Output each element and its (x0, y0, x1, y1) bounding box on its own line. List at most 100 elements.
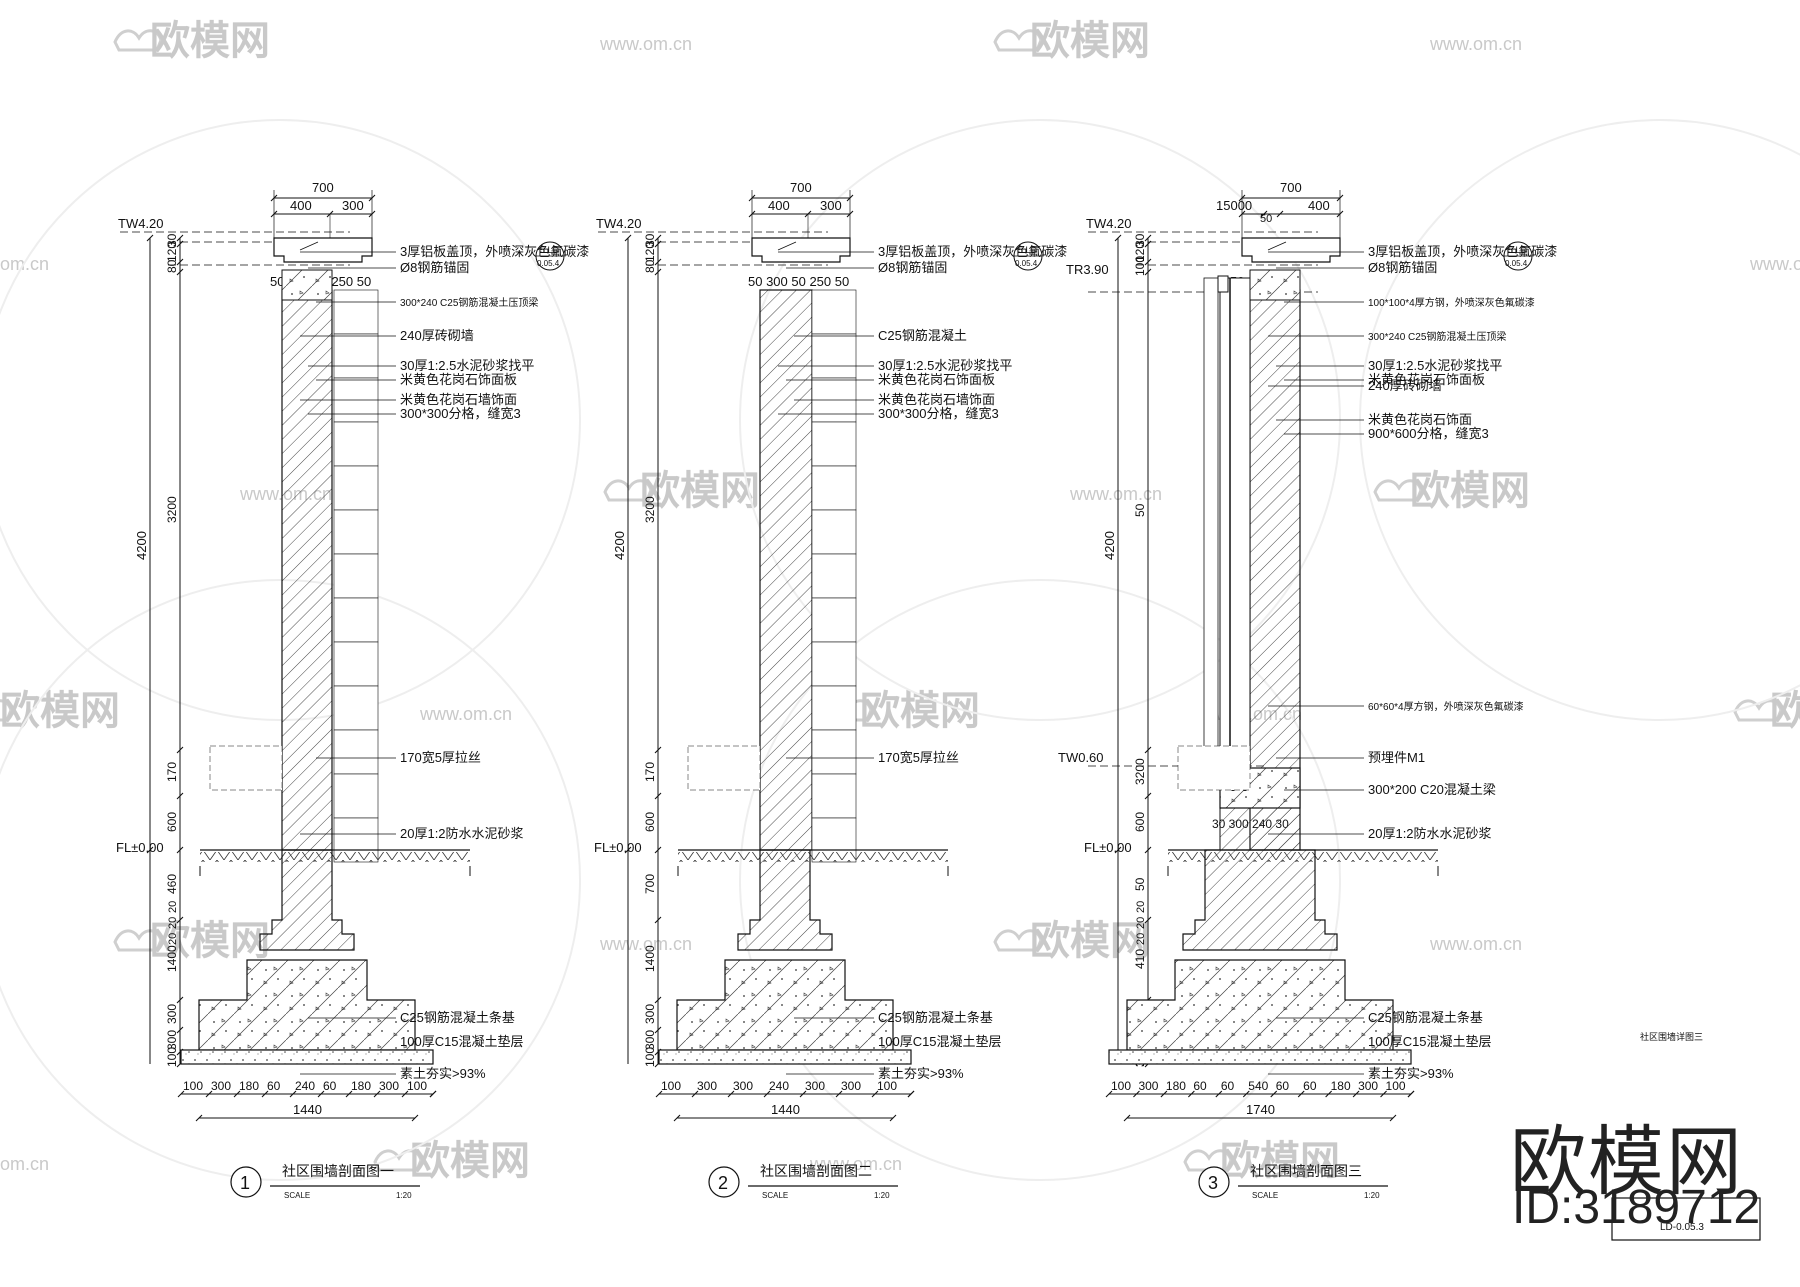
dim-text: 20 (1135, 901, 1147, 913)
dim-text: 30 (165, 233, 179, 247)
glass-panel (1203, 277, 1219, 759)
dim-bottom-part: 300 (841, 1079, 861, 1093)
section-number: 1 (240, 1173, 250, 1193)
note-text: Ø8钢筋锚固 (400, 260, 469, 275)
watermark-url: www.om.cn (1069, 484, 1162, 504)
dim-bottom-part: 300 (805, 1079, 825, 1093)
coping-cap (751, 237, 851, 263)
note-text: C25钢筋混凝土条基 (878, 1010, 993, 1025)
elevation-ground: FL±0.00 (116, 840, 164, 855)
elevation-mid: TR3.90 (1066, 262, 1109, 277)
elevation-top: TW4.20 (118, 216, 164, 231)
watermark-logo-icon (1733, 699, 1783, 722)
dim-cap-part: 400 (290, 198, 312, 213)
dim-tick (654, 234, 662, 242)
dim-tick (1238, 194, 1246, 202)
note-text: 30厚1:2.5水泥砂浆找平 (878, 358, 1012, 373)
footing-stem (1182, 849, 1338, 951)
note-text: 米黄色花岗石墙饰面 (878, 392, 995, 407)
dim-tick (176, 234, 184, 242)
dim-tick (368, 210, 376, 218)
watermark-url: www.om.cn (1429, 34, 1522, 54)
stone-panel (333, 685, 379, 731)
watermark-logo-icon (0, 699, 13, 722)
dim-bottom-part: 60 (1221, 1079, 1235, 1093)
watermark-logo-icon (603, 479, 653, 502)
dim-bottom-part: 100 (407, 1079, 427, 1093)
dim-cap-part: 400 (768, 198, 790, 213)
dim-tick (317, 1090, 325, 1098)
dim-text: 20 (167, 901, 179, 913)
dim-tick (195, 1114, 203, 1122)
dim-tick (1105, 1090, 1113, 1098)
elevation-top: TW4.20 (1086, 216, 1132, 231)
dim-tick (654, 746, 662, 754)
dim-tick (1144, 240, 1152, 248)
strip-footing (1126, 959, 1394, 1051)
note-text: 米黄色花岗石饰面板 (1368, 372, 1485, 387)
dim-bottom-part: 300 (211, 1079, 231, 1093)
watermark-brand: 欧模网 (1030, 19, 1150, 63)
dim-bottom-part: 100 (183, 1079, 203, 1093)
watermark-arc (0, 579, 581, 1181)
watermark-url: om.cn (0, 1154, 49, 1174)
watermark-arc (0, 119, 581, 721)
dim-tick (1407, 1090, 1415, 1098)
watermark-brand: 欧模网 (1770, 689, 1800, 733)
dim-cap-total: 700 (312, 180, 334, 195)
dim-bottom-part: 300 (379, 1079, 399, 1093)
stone-panel (333, 773, 379, 819)
dim-bottom-part: 300 (733, 1079, 753, 1093)
note-text: 300*240 C25钢筋混凝土压顶梁 (1368, 330, 1506, 343)
watermark-url: www.om.cn (419, 704, 512, 724)
dim-tick (748, 210, 756, 218)
dim-cap-sub: 50 (1260, 213, 1272, 225)
stone-panel (333, 333, 379, 379)
dim-tick (411, 1114, 419, 1122)
note-text: 170宽5厚拉丝 (400, 750, 481, 765)
stone-panel (333, 553, 379, 599)
dim-tick (835, 1090, 843, 1098)
dim-tick (1144, 846, 1152, 854)
dim-text: 3200 (643, 496, 657, 523)
dim-tick (176, 746, 184, 754)
note-text: 100厚C15混凝土垫层 (400, 1034, 524, 1049)
section-1: TW4.20FL±0.00420030120803200170600460140… (116, 180, 589, 1200)
note-text: 300*200 C20混凝土梁 (1368, 782, 1496, 797)
dim-text: 4200 (1102, 531, 1117, 560)
note-text: 240厚砖砌墙 (400, 328, 474, 343)
watermark-logo-icon (993, 929, 1043, 952)
dim-tick (1238, 210, 1246, 218)
dim-tick (289, 1090, 297, 1098)
dim-tick (799, 1090, 807, 1098)
section-number-circle (230, 1166, 262, 1198)
watermark: 欧模网 (823, 689, 980, 733)
dim-tick (176, 846, 184, 854)
dim-tick (1352, 1090, 1360, 1098)
stone-panel (333, 509, 379, 555)
note-text: 30厚1:2.5水泥砂浆找平 (1368, 358, 1502, 373)
watermark-brand: 欧模网 (640, 469, 760, 513)
elevation-low: TW0.60 (1058, 750, 1104, 765)
stone-panel (811, 641, 857, 687)
c15-pad (658, 1049, 912, 1065)
dim-tick (1144, 258, 1152, 266)
dim-text: 80 (165, 259, 179, 273)
dim-tick (846, 194, 854, 202)
dim-tick (748, 194, 756, 202)
dim-cap-part: 400 (1308, 198, 1330, 213)
dim-tick (429, 1090, 437, 1098)
dim-bottom-part: 240 (769, 1079, 789, 1093)
dim-bottom-part: 300 (697, 1079, 717, 1093)
watermark-url: www.om.cn (809, 1154, 902, 1174)
dim-text: 4200 (134, 531, 149, 560)
dim-text: 3200 (165, 496, 179, 523)
dim-tick (176, 916, 184, 924)
dim-bottom-part: 100 (1386, 1079, 1406, 1093)
watermark-arc (739, 579, 1341, 1181)
dim-cap-part: 15000 (1216, 198, 1252, 213)
note-text: 米黄色花岗石墙饰面 (400, 392, 517, 407)
ref-top: 5 LD (1508, 245, 1528, 255)
dim-bottom-part: 180 (351, 1079, 371, 1093)
dim-text: 50 (1133, 503, 1147, 517)
